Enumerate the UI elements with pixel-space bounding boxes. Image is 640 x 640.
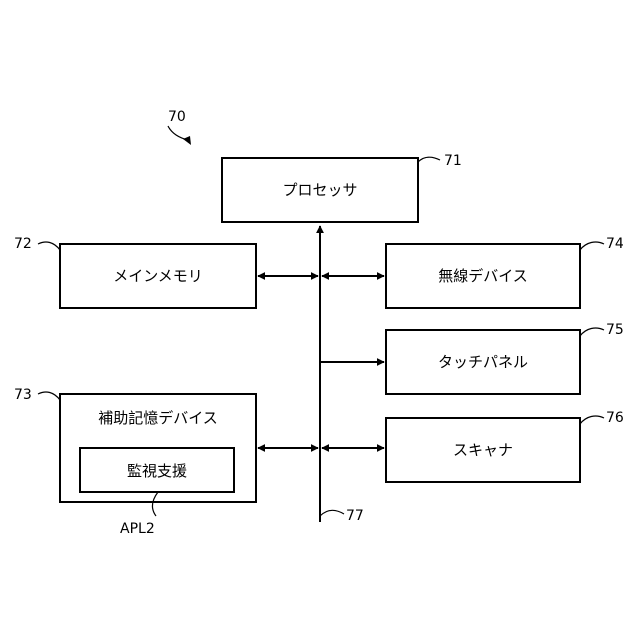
aux-storage-ref-label: 73: [14, 387, 32, 403]
touch-panel-ref-label: 75: [606, 322, 624, 338]
figure-ref-label: 70: [168, 109, 186, 125]
processor-label: プロセッサ: [282, 181, 357, 199]
wireless-device-ref-leader: [580, 242, 604, 250]
monitoring-support-ref-label: APL2: [120, 521, 155, 537]
main-memory-label: メインメモリ: [113, 267, 203, 285]
processor-ref-leader: [418, 157, 440, 162]
touch-panel-ref-leader: [580, 328, 604, 336]
touch-panel-label: タッチパネル: [438, 353, 528, 371]
processor-ref-label: 71: [444, 153, 462, 169]
monitoring-support-label: 監視支援: [127, 462, 187, 480]
main-memory-ref-label: 72: [14, 236, 32, 252]
wireless-device-label: 無線デバイス: [438, 267, 528, 285]
aux-storage-label: 補助記憶デバイス: [98, 409, 218, 427]
scanner-ref-label: 76: [606, 410, 624, 426]
figure-ref-arrowhead: [183, 136, 191, 145]
main-memory-ref-leader: [38, 242, 60, 250]
scanner-label: スキャナ: [453, 441, 513, 459]
figure-ref-leader: [168, 126, 188, 140]
aux-storage-ref-leader: [38, 392, 60, 400]
bus-ref-leader: [320, 510, 344, 516]
bus-ref-label: 77: [346, 508, 364, 524]
scanner-ref-leader: [580, 416, 604, 424]
wireless-device-ref-label: 74: [606, 236, 624, 252]
